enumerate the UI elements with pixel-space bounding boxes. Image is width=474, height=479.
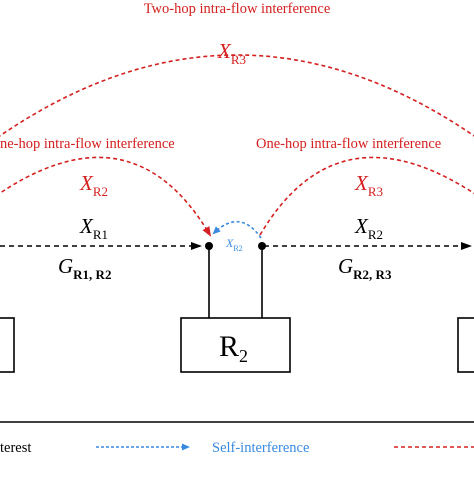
x-r3-red-symbol: XR3 bbox=[354, 171, 383, 199]
r2-node-box bbox=[180, 317, 291, 373]
two-hop-interference-arc bbox=[0, 54, 474, 137]
x-r1-symbol: XR1 bbox=[79, 214, 108, 242]
x-r3-top-symbol: XR3 bbox=[217, 39, 246, 67]
r3-node-box bbox=[457, 317, 474, 373]
two-hop-label: Two-hop intra-flow interference bbox=[144, 1, 331, 17]
one-hop-right-interference-arc bbox=[259, 156, 474, 236]
r1-node-box bbox=[0, 317, 15, 373]
g-r1-r2-symbol: GR1, R2 bbox=[58, 254, 111, 282]
x-r2-red-symbol: XR2 bbox=[79, 171, 108, 199]
one-hop-right-label: One-hop intra-flow interference bbox=[256, 136, 441, 152]
legend-self-interference-label: Self-interference bbox=[212, 440, 309, 456]
r2-node-label: R2 bbox=[219, 330, 248, 366]
one-hop-left-label: ne-hop intra-flow interference bbox=[0, 136, 175, 152]
x-r2-self-symbol: XR2 bbox=[225, 236, 243, 253]
legend-interest-label: terest bbox=[0, 440, 31, 456]
g-r2-r3-symbol: GR2, R3 bbox=[338, 254, 392, 282]
x-r2-symbol: XR2 bbox=[354, 214, 383, 242]
one-hop-left-interference-arc bbox=[0, 156, 212, 237]
self-interference-arc bbox=[212, 220, 262, 239]
